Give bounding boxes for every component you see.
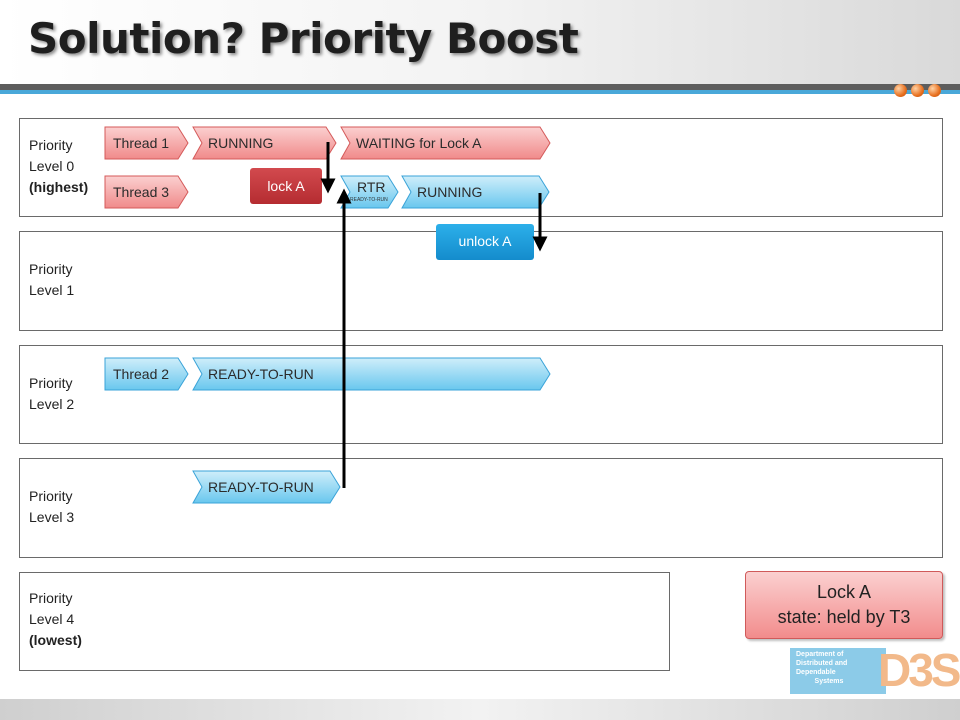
- thread-3-rtr-chevron: RTR READY-TO-RUN: [340, 175, 399, 209]
- d3s-logo: Department of Distributed and Dependable…: [790, 644, 960, 696]
- orange-dot-icon: [894, 84, 907, 97]
- rtr-small-label: READY-TO-RUN: [350, 197, 388, 203]
- header-accent-line: [0, 90, 960, 94]
- thread-3-chevron: Thread 3: [104, 175, 189, 209]
- orange-dot-icon: [928, 84, 941, 97]
- priority-level-3-box: [19, 458, 943, 558]
- header-divider: [0, 84, 960, 90]
- header: [0, 0, 960, 86]
- lock-a-tag: lock A: [250, 168, 322, 204]
- thread-1-waiting-chevron: WAITING for Lock A: [340, 126, 551, 160]
- lock-state-title: Lock A: [816, 582, 872, 602]
- slide-title: Solution? Priority Boost: [28, 14, 579, 63]
- thread-2-chevron: Thread 2: [104, 357, 189, 391]
- thread-2-ready-chevron: READY-TO-RUN: [192, 357, 551, 391]
- thread-1-chevron: Thread 1: [104, 126, 189, 160]
- unlock-a-tag: unlock A: [436, 224, 534, 260]
- orange-dot-icon: [911, 84, 924, 97]
- footer-bar: [0, 699, 960, 720]
- priority-level-4-box: [19, 572, 670, 671]
- thread-3-ready-chevron: READY-TO-RUN: [192, 470, 341, 504]
- lock-state-box: Lock A state: held by T3: [745, 571, 943, 639]
- thread-3-running-chevron: RUNNING: [401, 175, 550, 209]
- thread-1-running-chevron: RUNNING: [192, 126, 337, 160]
- lock-state-holder: state: held by T3: [777, 607, 911, 627]
